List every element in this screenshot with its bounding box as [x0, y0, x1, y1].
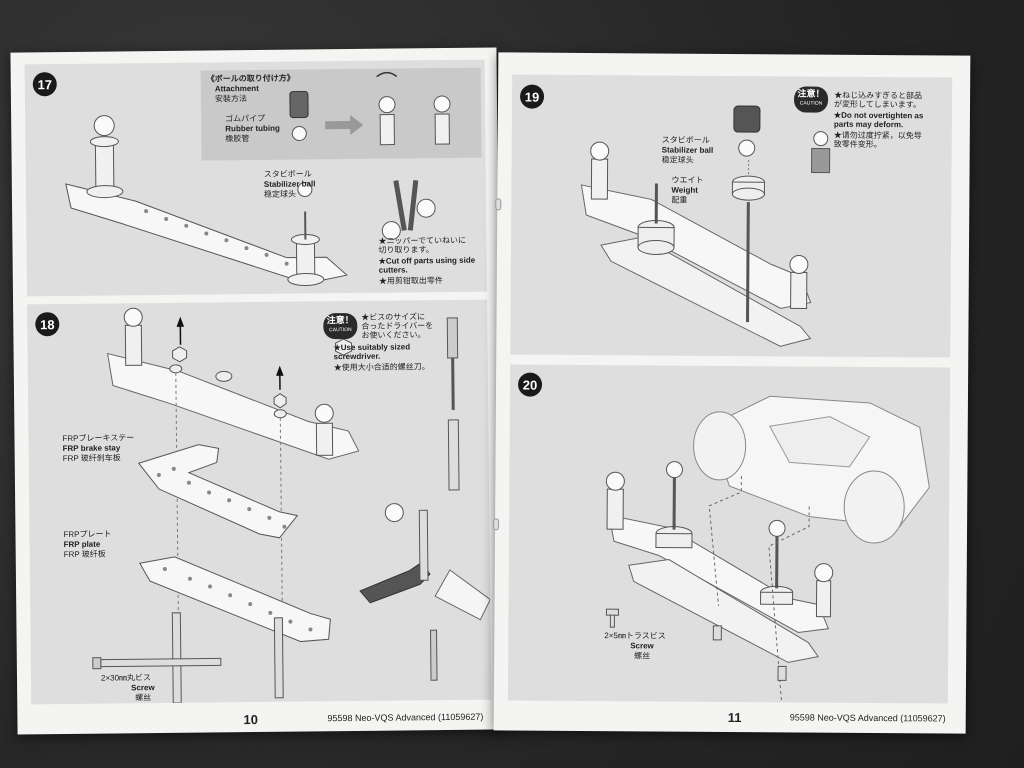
step-17-illustration — [65, 71, 451, 286]
step-20-panel: 20 — [507, 364, 951, 704]
cut-note-jp: ★ニッパーでていねいに 切り取ります。 — [378, 235, 467, 255]
manual-page-right: 19 注意！ CAUTION ★ねじ込みすぎると部品 が変 — [493, 52, 971, 734]
frp-plate-label-en: FRP plate — [63, 539, 101, 550]
footer-product-left: 95598 Neo-VQS Advanced (11059627) — [327, 711, 484, 724]
footer-product-right: 95598 Neo-VQS Advanced (11059627) — [789, 712, 946, 724]
manual-page-left: 17 — [10, 47, 504, 735]
step-19-illustration — [580, 105, 831, 347]
caution-label-en: CAUTION — [799, 100, 823, 107]
screw-5mm-label-en: Screw — [630, 641, 654, 651]
screw-5mm-label-cn: 螺丝 — [634, 651, 651, 661]
overtighten-note-jp: ★ねじ込みすぎると部品 が変形してしまいます。 — [833, 90, 923, 110]
frp-plate-label-cn: FRP 玻纤板 — [63, 549, 106, 560]
caution-label-jp: 注意！ — [326, 314, 354, 326]
brake-stay-label-jp: FRPブレーキステー — [62, 433, 135, 444]
step-19-panel: 19 注意！ CAUTION ★ねじ込みすぎると部品 が変 — [510, 74, 953, 358]
caution-badge-step-19: 注意！ CAUTION — [793, 86, 829, 113]
overtighten-note-cn: ★请勿过度拧紧，以免导 致零件变形。 — [833, 130, 922, 150]
stabilizer-ball-label-cn: 稳定球头 — [263, 189, 296, 199]
screwdriver-note-en: ★Use suitably sized screwdriver. — [333, 342, 411, 362]
rubber-tubing-label-en: Rubber tubing — [225, 123, 280, 134]
page-number-left: 10 — [243, 712, 258, 728]
stabilizer-ball-label-jp: スタビボール — [263, 169, 312, 179]
binding-staple-top — [495, 198, 502, 211]
weight-label-jp: ウエイト — [671, 175, 704, 185]
cut-note-cn: ★用剪钳取出零件 — [378, 276, 443, 286]
attachment-title-cn: 安裝方法 — [214, 94, 247, 104]
step-18-illustration — [92, 307, 491, 704]
stabilizer-ball-label-en: Stabilizer ball — [263, 179, 316, 189]
caution-badge-step-18: 注意！ CAUTION — [323, 312, 358, 340]
stabilizer-ball-label-cn: 稳定球头 — [661, 155, 694, 165]
step-17-panel: 17 — [24, 59, 487, 297]
weight-label-cn: 配重 — [671, 195, 688, 205]
step-20-illustration — [605, 395, 930, 704]
stabilizer-ball-label-en: Stabilizer ball — [661, 145, 714, 155]
overtighten-note-en: ★Do not overtighten as parts may deform. — [833, 110, 924, 130]
screwdriver-note-jp: ★ビスのサイズに 合ったドライバーを お使いください。 — [361, 312, 434, 340]
stabilizer-ball-label-jp: スタビボール — [661, 135, 710, 145]
cut-note-en: ★Cut off parts using side cutters. — [378, 255, 476, 275]
screw-5mm-label-jp: 2×5㎜トラスビス — [604, 631, 666, 641]
rubber-tubing-label-jp: ゴムパイプ — [225, 113, 266, 124]
caution-label-jp: 注意！ — [797, 88, 825, 99]
binding-staple-bottom — [493, 518, 500, 531]
screw-30mm-label-en: Screw — [131, 683, 155, 693]
rubber-tubing-label-cn: 橡胶管 — [225, 134, 250, 144]
brake-stay-label-en: FRP brake stay — [62, 443, 121, 454]
attachment-title-en: Attachment — [214, 83, 259, 94]
screwdriver-note-cn: ★使用大小合适的螺丝刀。 — [333, 362, 430, 373]
page-number-right: 11 — [727, 709, 742, 726]
screw-30mm-label-cn: 螺丝 — [135, 693, 152, 703]
screw-30mm-label-jp: 2×30㎜丸ビス — [100, 673, 152, 683]
attachment-title-jp: 《ボールの取り付け方》 — [206, 73, 295, 84]
brake-stay-label-cn: FRP 玻纤刹车板 — [62, 453, 121, 464]
weight-label-en: Weight — [671, 185, 698, 195]
step-18-panel: 18 — [27, 299, 492, 705]
frp-plate-label-jp: FRPプレート — [63, 529, 112, 540]
caution-label-en: CAUTION — [329, 327, 352, 334]
